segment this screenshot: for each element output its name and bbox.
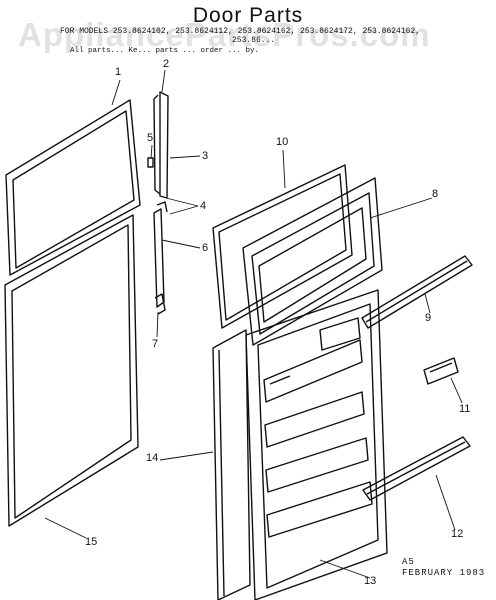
- freezer-door-shelf-rail: [361, 255, 473, 329]
- stamp-code: A5: [402, 557, 415, 567]
- callout-4: 4: [200, 200, 207, 212]
- callout-14: 14: [146, 452, 159, 464]
- callout-12: 12: [451, 528, 464, 540]
- revision-stamp: A5 FEBRUARY 1983: [402, 557, 485, 579]
- callout-3: 3: [202, 150, 209, 162]
- callout-10: 10: [276, 136, 289, 148]
- ordering-note: All parts... Ke... parts ... order ... b…: [70, 47, 260, 55]
- callout-13: 13: [364, 575, 377, 587]
- models-list: FOR MODELS 253.8624102, 253.8624112, 253…: [60, 27, 421, 36]
- callout-2: 2: [163, 58, 170, 70]
- fresh-food-door-liner: [245, 289, 388, 600]
- freezer-liner-gasket: [212, 164, 353, 329]
- door-trim-cap: [423, 357, 459, 385]
- models-list-continued: 253.86...: [232, 36, 276, 45]
- fresh-food-door-gasket: [4, 214, 139, 527]
- stamp-date: FEBRUARY 1983: [402, 568, 486, 578]
- callout-9: 9: [425, 312, 432, 324]
- page-title: Door Parts: [192, 4, 304, 27]
- fresh-food-door-handle: [153, 201, 168, 315]
- callout-8: 8: [432, 188, 439, 200]
- fresh-food-door-outer: [212, 329, 251, 600]
- freezer-door-liner: [242, 177, 383, 346]
- callout-15: 15: [85, 536, 98, 548]
- callout-5: 5: [147, 132, 154, 144]
- freezer-door-gasket: [5, 99, 141, 276]
- fresh-food-door-shelf-rail: [362, 436, 471, 501]
- callout-1: 1: [115, 66, 122, 78]
- callout-7: 7: [152, 338, 159, 350]
- leader-lines: [44, 69, 463, 579]
- callout-11: 11: [459, 403, 471, 415]
- freezer-door-handle: [147, 91, 169, 199]
- callout-6: 6: [202, 242, 209, 254]
